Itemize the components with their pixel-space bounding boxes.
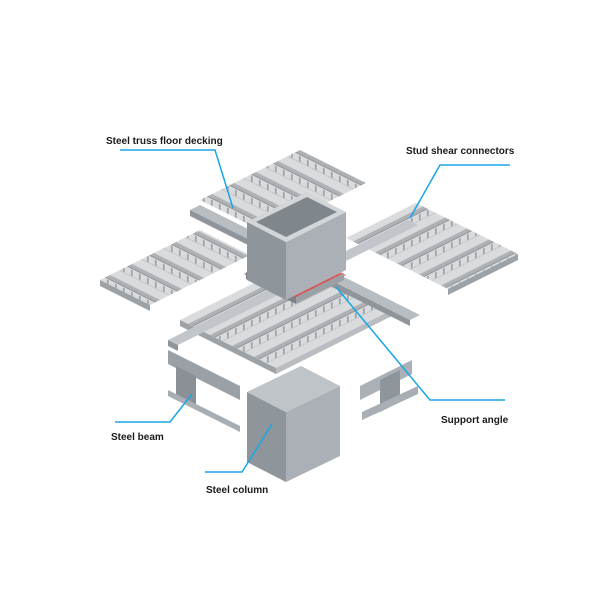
decking-right [346,203,518,295]
decking-back [200,150,366,233]
steel-beam-right [360,360,418,420]
leader-column [205,423,273,473]
label-angle: Support angle [441,415,509,426]
decking-left [100,230,250,311]
leader-studs [409,164,510,219]
label-beam: Steel beam [111,432,164,443]
steel-column-upper [247,192,346,300]
leader-decking [120,149,234,209]
leader-beam [115,393,193,423]
leader-angle [335,286,505,401]
label-column: Steel column [206,485,269,496]
label-studs: Stud shear connectors [406,146,515,157]
label-decking: Steel truss floor decking [106,136,223,147]
steel-column [247,366,340,482]
steel-beam-left [168,350,240,432]
